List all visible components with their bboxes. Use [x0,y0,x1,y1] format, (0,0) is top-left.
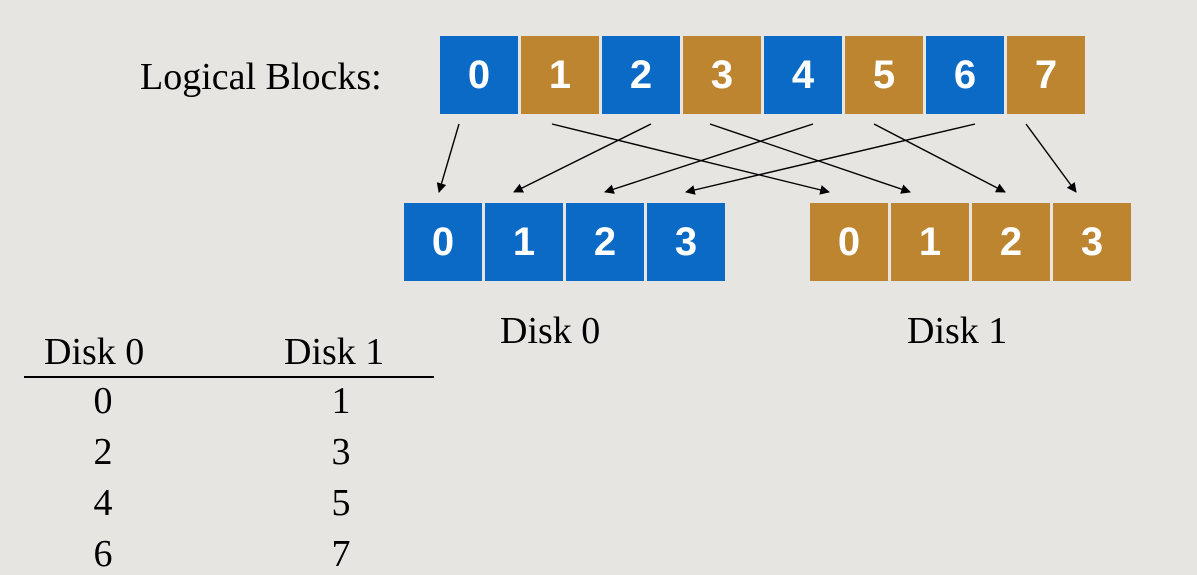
disk0-block-1: 1 [485,203,563,281]
disk0-block-2-label: 2 [593,219,617,264]
arrow-logical-3 [709,123,911,194]
table-cell-r1-c0: 2 [93,431,113,473]
arrow-logical-0 [436,123,460,193]
table-cell-r0-c1: 1 [331,380,351,422]
logical-block-5: 5 [845,36,923,114]
logical-block-1: 1 [521,36,599,114]
logical-block-7: 7 [1007,36,1085,114]
arrow-logical-4 [604,123,814,194]
logical-block-6: 6 [926,36,1004,114]
arrow-logical-7 [1025,123,1077,193]
arrow-logical-1 [551,123,830,195]
disk1-block-1-label: 1 [918,219,942,264]
logical-block-6-label: 6 [953,52,977,97]
logical-block-4: 4 [764,36,842,114]
logical-block-2: 2 [602,36,680,114]
disk0-caption: Disk 0 [500,310,601,352]
table-cell-r2-c1: 5 [331,482,351,524]
disk1-block-3-label: 3 [1080,219,1104,264]
logical-block-3: 3 [683,36,761,114]
table-cell-r2-c0: 4 [93,482,113,524]
disk1-block-2: 2 [972,203,1050,281]
table-cell-r3-c1: 7 [331,533,351,575]
logical-block-3-label: 3 [710,52,734,97]
arrow-logical-2 [513,123,652,193]
logical-block-1-label: 1 [548,52,572,97]
disk0-block-3: 3 [647,203,725,281]
table-cell-r1-c1: 3 [331,431,351,473]
table-cell-r3-c0: 6 [93,533,113,575]
arrow-logical-6 [685,123,976,195]
disk1-block-2-label: 2 [999,219,1023,264]
disk1-block-0: 0 [810,203,888,281]
disk1-block-1: 1 [891,203,969,281]
table-header-disk1: Disk 1 [284,331,385,373]
logical-block-5-label: 5 [872,52,896,97]
table-header-rule [24,376,434,378]
disk1-caption: Disk 1 [907,310,1008,352]
disk1-block-0-label: 0 [837,219,861,264]
table-cell-r0-c0: 0 [93,380,113,422]
disk0-block-2: 2 [566,203,644,281]
logical-block-0: 0 [440,36,518,114]
disk0-block-1-label: 1 [512,219,536,264]
disk1-block-3: 3 [1053,203,1131,281]
logical-blocks-label: Logical Blocks: [140,56,382,98]
logical-block-2-label: 2 [629,52,653,97]
arrow-logical-5 [873,123,1006,193]
disk0-block-0-label: 0 [431,219,455,264]
logical-block-0-label: 0 [467,52,491,97]
table-header-disk0: Disk 0 [44,331,145,373]
logical-block-4-label: 4 [791,52,815,97]
logical-block-7-label: 7 [1034,52,1058,97]
disk0-block-0: 0 [404,203,482,281]
disk0-block-3-label: 3 [674,219,698,264]
